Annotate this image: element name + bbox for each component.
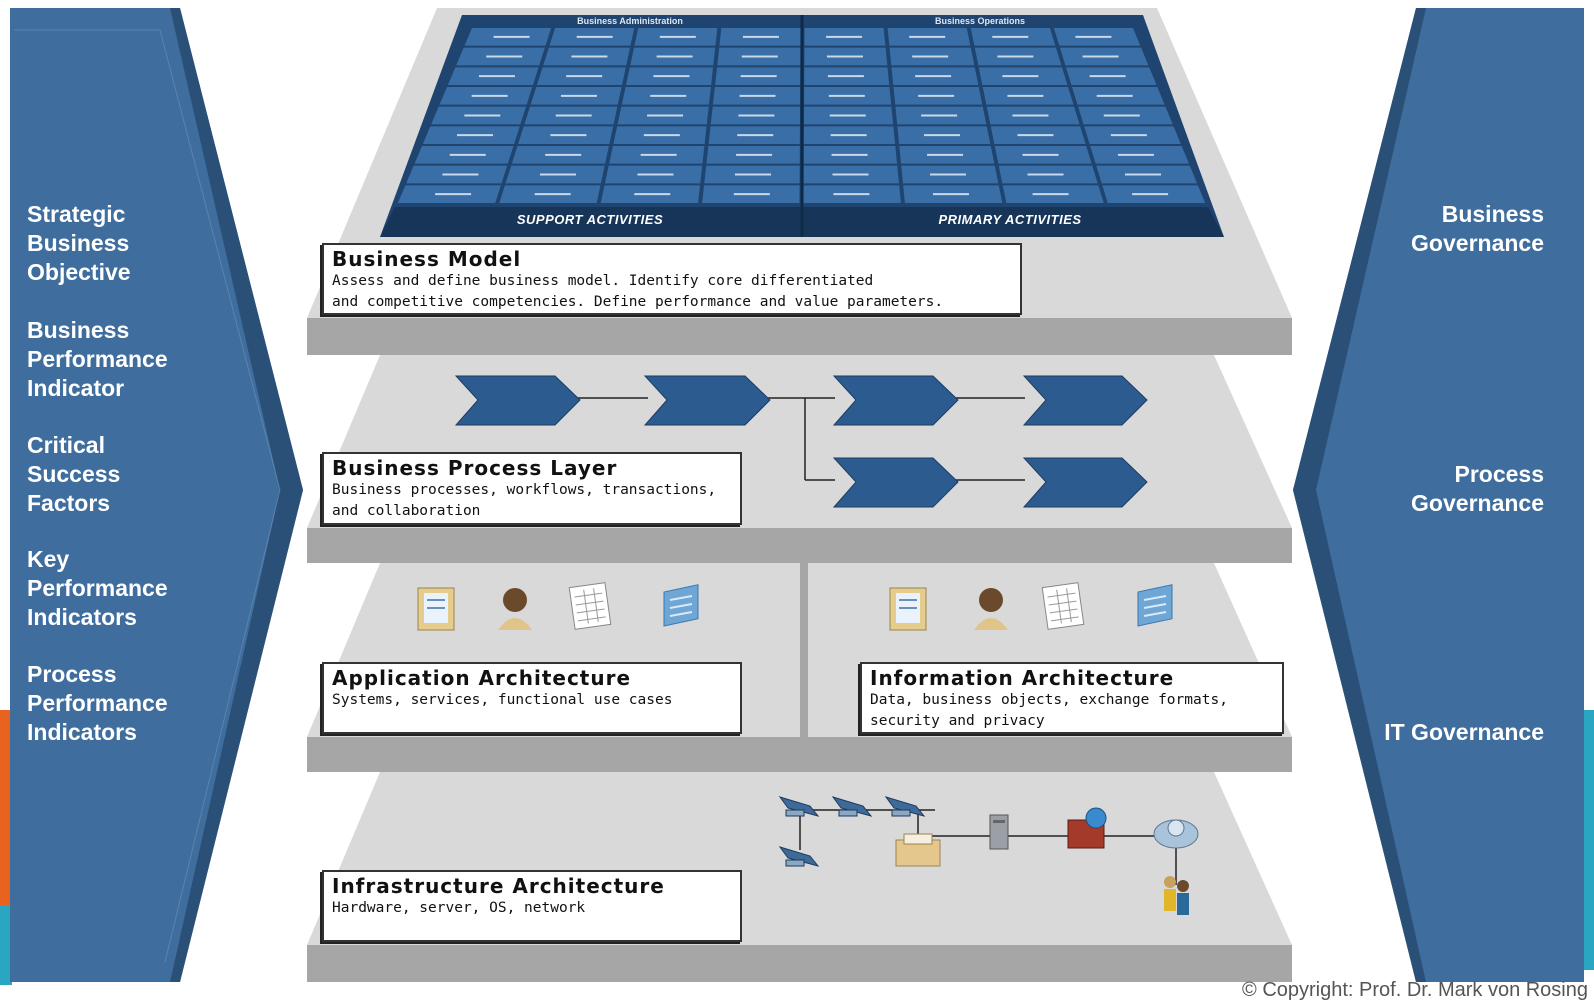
business-process-desc-line1: Business processes, workflows, transacti… <box>332 482 717 498</box>
left-item-critical-success-factors: Critical Success Factors <box>27 432 121 516</box>
right-item-it-governance: IT Governance <box>1384 719 1544 745</box>
user-icon <box>498 588 532 630</box>
workstation-icon <box>831 796 873 817</box>
layer-architecture-divider <box>800 563 808 737</box>
orange-accent-bar <box>0 710 12 910</box>
information-architecture-desc-line1: Data, business objects, exchange formats… <box>870 692 1228 708</box>
process-step-5 <box>832 457 959 508</box>
application-architecture-desc: Systems, services, functional use cases <box>332 692 673 708</box>
printer-icon <box>895 833 941 867</box>
network-globe-icon <box>1153 819 1199 849</box>
infrastructure-architecture-label: Infrastructure Architecture Hardware, se… <box>322 870 742 942</box>
process-step-6 <box>1022 457 1148 508</box>
right-item-process-governance: Process Governance <box>1411 461 1544 516</box>
business-model-desc-line2: and competitive competencies. Define per… <box>332 294 944 310</box>
teal-accent-bar-left <box>0 905 12 985</box>
teal-accent-bar-right <box>1584 710 1594 970</box>
process-step-4 <box>1022 375 1148 426</box>
information-architecture-title: Information Architecture <box>870 666 1175 690</box>
user-icon <box>974 588 1008 630</box>
layer-infrastructure-side <box>307 945 1292 982</box>
process-step-2 <box>643 375 771 426</box>
process-chevrons <box>454 375 1148 508</box>
application-architecture-title: Application Architecture <box>332 666 632 690</box>
spreadsheet-icon <box>568 582 612 630</box>
workstation-icon <box>778 796 820 817</box>
business-model-title: Business Model <box>332 247 522 271</box>
information-architecture-desc-line2: security and privacy <box>870 713 1045 729</box>
document-icon <box>663 584 699 627</box>
users-icon <box>1164 876 1189 915</box>
left-item-strategic-business-objective: Strategic Business Objective <box>27 201 131 285</box>
infrastructure-architecture-title: Infrastructure Architecture <box>332 874 665 898</box>
process-step-1 <box>454 375 581 426</box>
application-architecture-label: Application Architecture Systems, servic… <box>322 662 742 734</box>
business-process-label: Business Process Layer Business processe… <box>322 452 742 525</box>
layer-architecture-side <box>307 737 1292 772</box>
grid-footer-primary-activities: PRIMARY ACTIVITIES <box>938 212 1082 227</box>
server-icon <box>989 814 1009 850</box>
right-item-business-governance: Business Governance <box>1411 201 1544 256</box>
spreadsheet-icon <box>1041 582 1085 630</box>
copyright-notice: © Copyright: Prof. Dr. Mark von Rosing <box>1242 979 1588 1001</box>
firewall-icon <box>1067 807 1107 849</box>
layer-business-process-side <box>307 528 1292 563</box>
clipboard-icon <box>417 587 455 631</box>
business-process-title: Business Process Layer <box>332 456 618 480</box>
workstation-icon <box>778 846 820 867</box>
process-step-3 <box>832 375 959 426</box>
clipboard-icon <box>889 587 927 631</box>
business-model-desc-line1: Assess and define business model. Identi… <box>332 273 874 289</box>
grid-header-business-administration: Business Administration <box>577 16 683 26</box>
business-model-label: Business Model Assess and define busines… <box>322 243 1022 315</box>
left-item-key-performance-indicators: Key Performance Indicators <box>27 546 168 630</box>
business-process-desc-line2: and collaboration <box>332 503 481 519</box>
grid-header-business-operations: Business Operations <box>934 16 1026 26</box>
layer-business-model-side <box>307 318 1292 355</box>
infrastructure-architecture-desc: Hardware, server, OS, network <box>332 900 586 916</box>
document-icon <box>1137 584 1173 627</box>
left-item-business-performance-indicator: Business Performance Indicator <box>27 317 168 401</box>
information-architecture-label: Information Architecture Data, business … <box>860 662 1284 734</box>
left-item-process-performance-indicators: Process Performance Indicators <box>27 661 168 745</box>
grid-footer-support-activities: SUPPORT ACTIVITIES <box>516 212 664 227</box>
workstation-icon <box>884 796 926 817</box>
